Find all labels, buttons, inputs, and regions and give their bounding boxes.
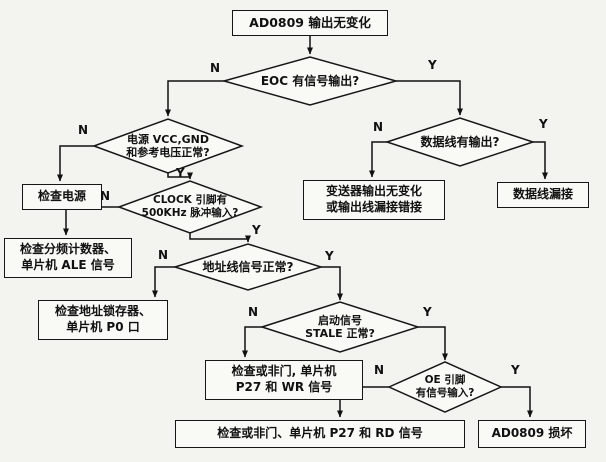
decision-power-shape [91, 118, 245, 174]
node-transmitter-line1: 变送器输出无变化 [325, 184, 422, 199]
decision-addr-text: 地址线信号正常? [202, 260, 294, 275]
node-check-wr-line1: 检查或非门, 单片机 [231, 364, 337, 379]
node-check-rd: 检查或非门、单片机 P27 和 RD 信号 [175, 420, 465, 448]
node-check-latch-line2: 单片机 P0 口 [66, 320, 140, 334]
node-start: AD0809 输出无变化 [232, 10, 388, 36]
decision-data-label: 数据线有输出? [395, 134, 525, 151]
node-check-divider-line2: 单片机 ALE 信号 [21, 258, 115, 272]
arrow-addr-yes-to-stale [321, 266, 343, 301]
branch-label-oe-yes: Y [511, 363, 520, 377]
arrow-addr-no-to-check-latch [152, 266, 175, 298]
branch-label-data-no: N [373, 120, 384, 134]
branch-label-addr-no: N [158, 248, 169, 262]
branch-label-clock-yes: Y [252, 223, 261, 237]
node-check-latch: 检查地址锁存器、 单片机 P0 口 [38, 300, 168, 340]
branch-label-power-yes: Y [176, 166, 185, 180]
node-check-power: 检查电源 [22, 184, 102, 210]
node-data-leak: 数据线漏接 [497, 182, 589, 208]
decision-data-text: 数据线有输出? [420, 135, 500, 150]
arrow-stale-yes-to-oe [418, 326, 448, 361]
node-start-label: AD0809 输出无变化 [249, 14, 371, 30]
decision-oe-label: OE 引脚 有信号输入? [390, 373, 500, 401]
decision-power-line1: 电源 VCC,GND [126, 132, 210, 146]
decision-oe-line1: OE 引脚 [424, 374, 466, 387]
node-check-wr-line2: P27 和 WR 信号 [235, 380, 333, 394]
node-damaged-label: AD0809 损坏 [491, 426, 573, 441]
decision-power-label: 电源 VCC,GND 和参考电压正常? [101, 131, 235, 161]
node-transmitter-line2: 或输出线漏接错接 [325, 200, 422, 214]
node-check-power-label: 检查电源 [37, 189, 86, 204]
node-check-divider: 检查分频计数器、 单片机 ALE 信号 [4, 238, 132, 278]
node-check-wr: 检查或非门, 单片机 P27 和 WR 信号 [205, 360, 363, 400]
arrow-eoc-yes-to-data [396, 80, 463, 116]
branch-label-stale-no: N [248, 305, 259, 319]
decision-oe-line2: 有信号输入? [415, 387, 475, 399]
decision-eoc-text: EOC 有信号输出? [260, 73, 360, 88]
node-data-leak-label: 数据线漏接 [512, 187, 573, 202]
decision-eoc-label: EOC 有信号输出? [240, 71, 380, 91]
arrow-oe-yes-to-damaged [501, 386, 533, 418]
decision-clock-shape [116, 180, 264, 234]
branch-label-data-yes: Y [539, 117, 548, 131]
decision-clock-label: CLOCK 引脚有 500KHz 脉冲输入? [123, 193, 257, 221]
branch-label-addr-yes: Y [325, 249, 334, 263]
arrow-power-no-to-check-power [57, 145, 94, 182]
branch-label-oe-no: N [374, 363, 385, 377]
arrow-eoc-no-to-power [165, 80, 224, 117]
node-transmitter: 变送器输出无变化 或输出线漏接错接 [303, 180, 445, 220]
branch-label-stale-yes: Y [423, 305, 432, 319]
decision-clock-line1: CLOCK 引脚有 [153, 194, 227, 207]
decision-addr-label: 地址线信号正常? [183, 259, 313, 276]
decision-stale-line2: STALE 正常? [305, 327, 375, 340]
arrow-power-yes-to-clock [167, 172, 193, 180]
arrow-clock-no-to-check-divider [63, 206, 119, 236]
branch-label-eoc-no: N [210, 61, 221, 75]
decision-power-line2: 和参考电压正常? [126, 146, 210, 159]
node-check-rd-label: 检查或非门、单片机 P27 和 RD 信号 [217, 426, 423, 441]
arrow-clock-yes-to-addr [189, 233, 251, 243]
branch-label-eoc-yes: Y [428, 58, 437, 72]
decision-stale-line1: 启动信号 [318, 313, 362, 327]
arrow-data-yes-to-data-leak [533, 141, 548, 180]
node-check-divider-line1: 检查分频计数器、 [19, 242, 116, 257]
node-check-latch-line1: 检查地址锁存器、 [54, 304, 151, 319]
decision-stale-label: 启动信号 STALE 正常? [275, 313, 405, 341]
arrow-stale-no-to-check-wr [242, 326, 262, 358]
branch-label-power-no: N [78, 123, 89, 137]
arrow-data-no-to-transmitter [369, 141, 387, 178]
node-damaged: AD0809 损坏 [478, 420, 586, 448]
decision-clock-line2: 500KHz 脉冲输入? [141, 207, 239, 219]
branch-label-clock-no: N [100, 189, 111, 203]
